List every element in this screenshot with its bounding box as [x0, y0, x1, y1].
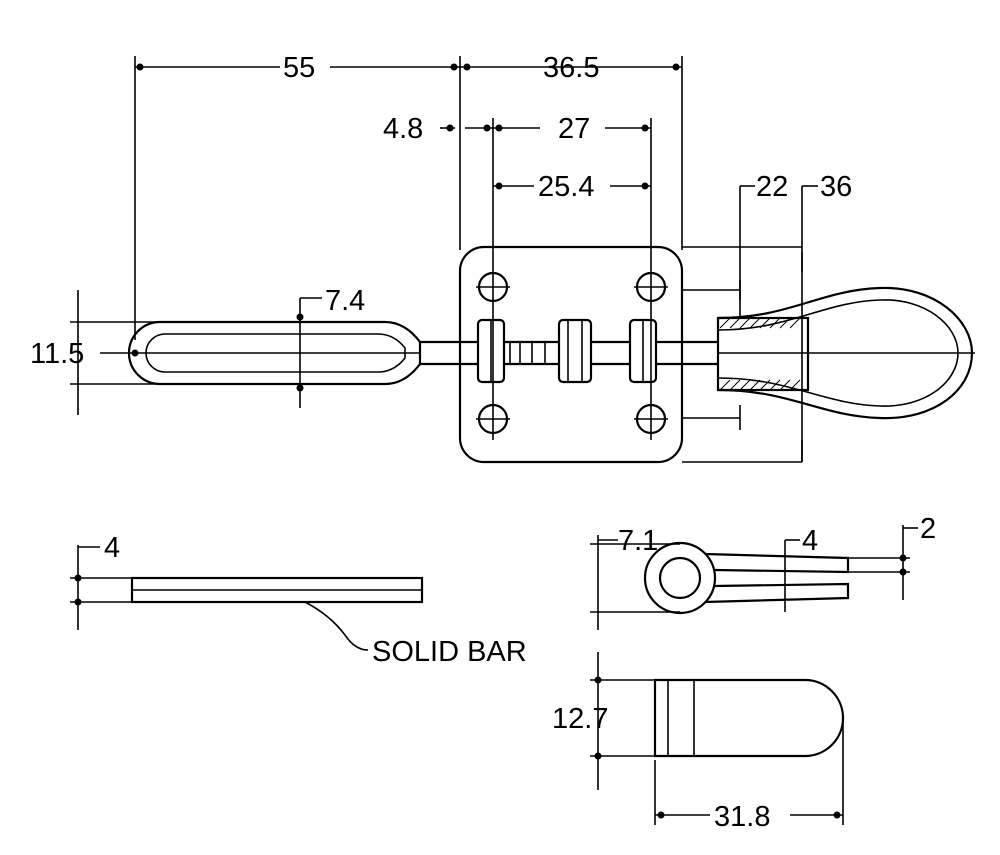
dim-36: 36 — [820, 171, 852, 203]
dim-12-7: 12.7 — [552, 703, 608, 735]
dim-27: 27 — [558, 113, 590, 145]
dimension-texts-top: 55 36.5 4.8 27 25.4 22 36 7.4 11.5 — [30, 52, 852, 370]
tip-view: 12.7 31.8 — [552, 652, 845, 833]
spindle-collar — [716, 316, 810, 392]
clamp-top-view — [127, 245, 975, 464]
dim-36-5: 36.5 — [543, 52, 599, 84]
dim-25-4: 25.4 — [538, 171, 594, 203]
dimension-lines-top — [70, 56, 818, 463]
dim-7-4: 7.4 — [325, 285, 365, 317]
pull-handle-grip — [717, 286, 975, 420]
dim-4-8: 4.8 — [383, 113, 423, 145]
solid-bar-view: 4 SOLID BAR — [70, 532, 527, 668]
dim-2: 2 — [920, 513, 936, 545]
base-plate — [458, 245, 684, 464]
dim-31-8: 31.8 — [714, 801, 770, 833]
dim-7-1: 7.1 — [618, 525, 658, 557]
dim-22: 22 — [756, 171, 788, 203]
dim-bar-4: 4 — [104, 532, 120, 564]
dim-clip-4: 4 — [802, 525, 818, 557]
dim-55: 55 — [283, 52, 315, 84]
clip-view: 7.1 4 2 — [590, 513, 936, 630]
dim-11-5: 11.5 — [30, 338, 84, 370]
solid-bar-label: SOLID BAR — [372, 636, 527, 668]
left-handle — [127, 320, 422, 386]
rod-blocks — [476, 318, 658, 384]
